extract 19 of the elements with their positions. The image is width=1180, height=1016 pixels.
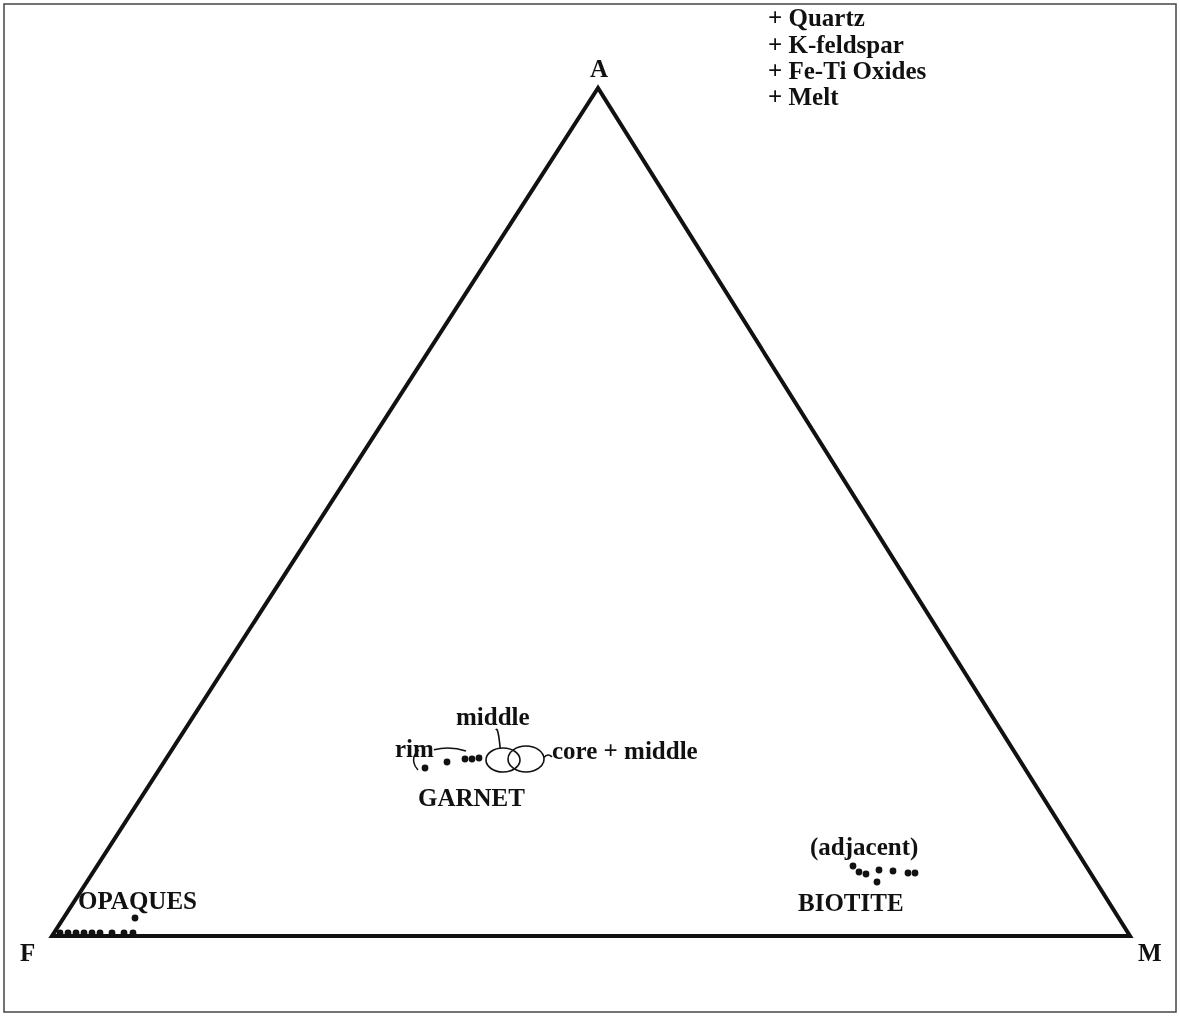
mineral-label: OPAQUES (78, 888, 197, 914)
mineral-label: GARNET (418, 785, 525, 811)
corner-label: F (20, 940, 36, 966)
callout-label: middle (456, 704, 530, 730)
outline-loop (507, 745, 545, 773)
mineral-label: BIOTITE (798, 890, 904, 916)
callout-label: core + middle (552, 738, 698, 764)
note-text: + Fe-Ti Oxides (768, 58, 927, 84)
leader-line (495, 728, 501, 749)
leader-line (433, 747, 467, 752)
note-text: + Melt (768, 84, 839, 110)
note-text: + K-feldspar (768, 32, 904, 58)
note-text: (adjacent) (810, 834, 919, 860)
leader-line (543, 754, 553, 759)
outline-loop (485, 747, 521, 773)
corner-label: A (590, 56, 609, 82)
corner-label: M (1138, 940, 1162, 966)
callout-label: rim (395, 736, 434, 762)
note-text: + Quartz (768, 5, 865, 31)
